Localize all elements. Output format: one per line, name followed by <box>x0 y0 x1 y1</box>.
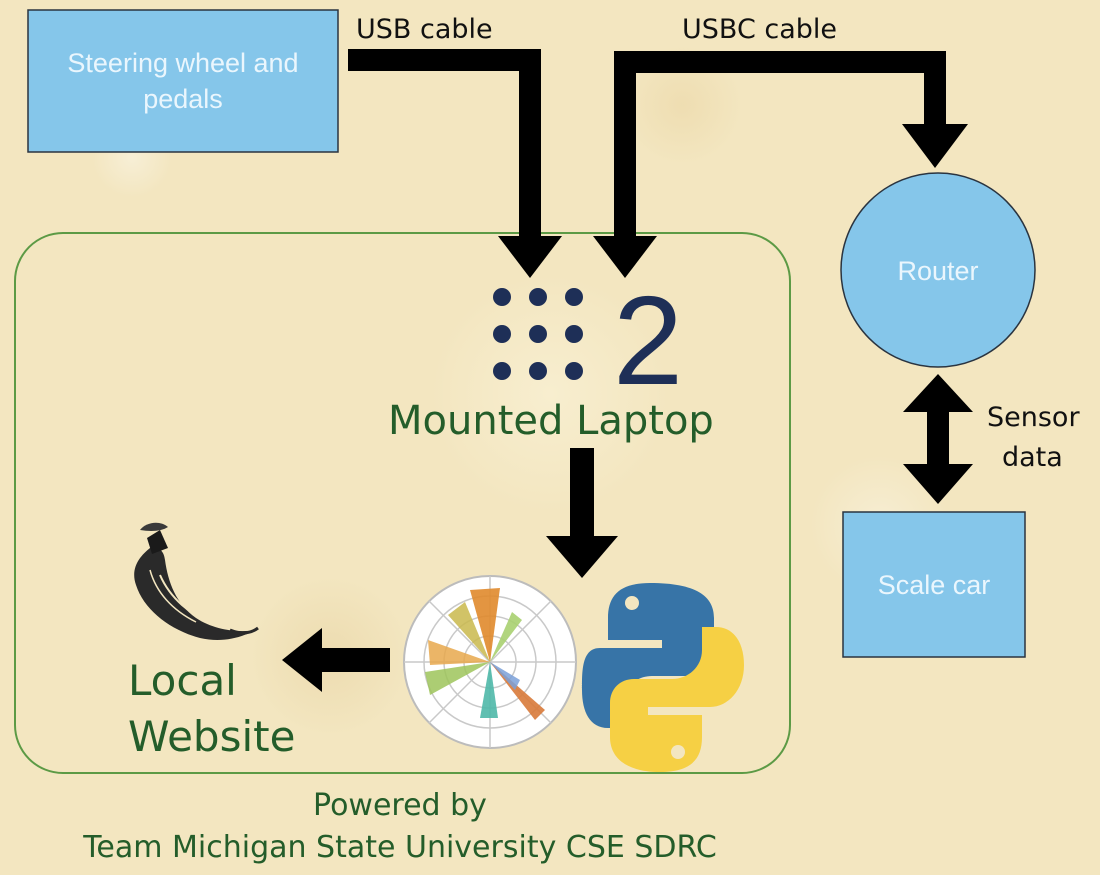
mounted-laptop-label: Mounted Laptop <box>388 398 714 444</box>
grid-2-logo-icon: 2 <box>493 270 683 411</box>
usb-cable-label: USB cable <box>356 14 493 45</box>
grid-logo-digit: 2 <box>613 270 683 411</box>
usb-cable-arrow <box>348 49 562 278</box>
matplotlib-logo-icon <box>403 575 577 749</box>
footer-team-name: Team Michigan State University CSE SDRC <box>83 830 717 865</box>
sensor-data-label-line2: data <box>1002 442 1063 473</box>
local-website-label-line1: Local <box>128 656 237 705</box>
laptop-to-tools-arrow <box>546 448 618 578</box>
local-website-label-line2: Website <box>128 712 296 761</box>
usbc-cable-label: USBC cable <box>682 14 838 45</box>
footer-powered-by: Powered by <box>313 788 487 823</box>
python-logo-icon <box>582 583 744 772</box>
steering-wheel-label: Steering wheel and pedals <box>67 48 299 114</box>
router-circle <box>840 172 1036 368</box>
sensor-data-arrow <box>903 374 973 504</box>
usbc-cable-arrow <box>593 51 968 278</box>
router-label: Router <box>897 256 979 286</box>
scale-car-box <box>842 511 1026 658</box>
flask-horn-icon <box>134 522 259 641</box>
steering-box <box>27 9 339 153</box>
laptop-frame <box>14 232 791 774</box>
sensor-data-label-line1: Sensor <box>987 402 1080 433</box>
tools-to-website-arrow <box>282 628 390 692</box>
scale-car-label: Scale car <box>877 570 991 600</box>
